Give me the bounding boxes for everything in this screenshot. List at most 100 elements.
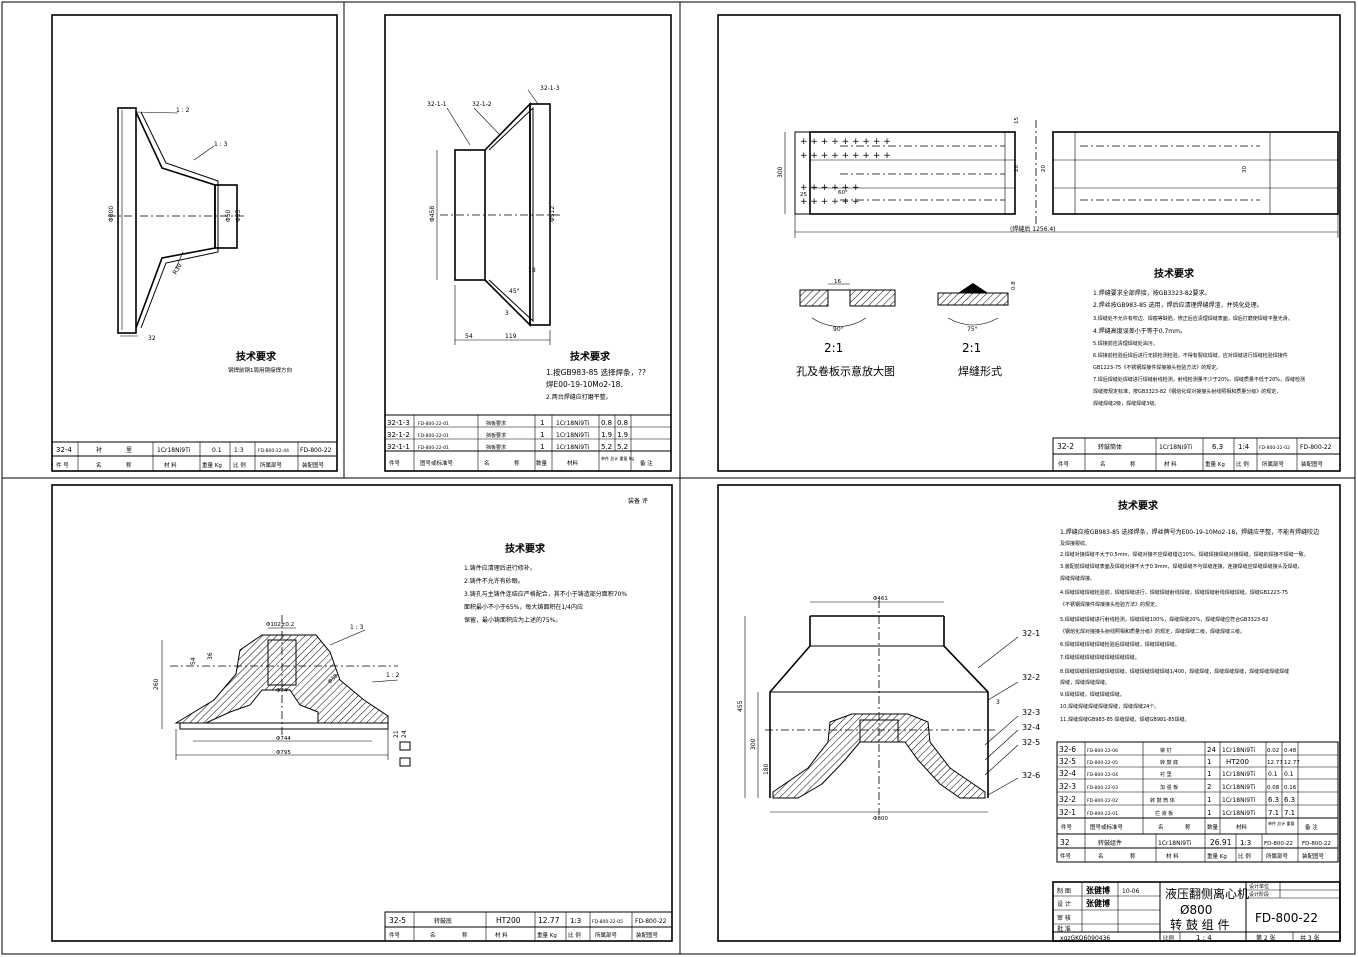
dim-d74: Φ74 <box>276 688 288 694</box>
head-std: 图号或标准号 <box>420 459 454 467</box>
title-block: 32-2 转鼓筒体 1Cr18Ni9Ti 6.3 1:4 FD-800-22-0… <box>1052 437 1341 472</box>
svg-text:6.3: 6.3 <box>1268 796 1279 804</box>
dim-36: 36 <box>207 652 214 660</box>
head-scale: 比 例 <box>1236 460 1249 468</box>
head-name-a: 名 <box>1100 460 1106 468</box>
dim-3: 3 <box>505 310 509 317</box>
parts-row-2: 32-4 FD-800-22-04 衬 里 1 1Cr18Ni9Ti 0.1 0… <box>1059 769 1294 778</box>
name-draw: 张健博 <box>1086 885 1110 895</box>
dim-d102: Φ102±0.2 <box>266 622 294 628</box>
callout-32-1: 32-1 <box>1022 629 1040 638</box>
machine-size: Ø800 <box>1180 903 1212 917</box>
svg-text:1Cr18Ni9Ti: 1Cr18Ni9Ti <box>556 420 590 427</box>
detail1-ang: 90° <box>833 326 844 333</box>
head-material: 材 料 <box>1164 460 1177 468</box>
svg-text:12.77: 12.77 <box>1267 760 1283 766</box>
svg-text:2.铸件不允许有砂眼。: 2.铸件不允许有砂眼。 <box>464 577 524 585</box>
svg-text:3.装配前焊缝焊缝表面及焊缝对接不大于0.9mm，焊缝焊缝不: 3.装配前焊缝焊缝表面及焊缝对接不大于0.9mm，焊缝焊缝不与焊缝连接，连接焊缝… <box>1060 563 1302 570</box>
callout-1-2: 1 : 2 <box>176 107 190 114</box>
dim-d-outer: Φ800 <box>108 206 115 222</box>
detail2-caption: 焊缝形式 <box>958 364 1002 378</box>
svg-text:4.焊缝高度误差小于等于0.7mm。: 4.焊缝高度误差小于等于0.7mm。 <box>1093 327 1186 335</box>
tech-title: 技术要求 <box>1118 499 1159 512</box>
parts-row-3: 32-3 FD-800-22-03 加 强 板 2 1Cr18Ni9Ti 0.0… <box>1059 782 1297 791</box>
head-name-a: 名 <box>1158 823 1164 831</box>
title-block: 32-4 衬 里 1Cr18Ni9Ti 0.1 1:3 FD-800-22-44… <box>51 441 338 472</box>
parts-row-1: 32-1-2 FD-800-22-01 挡板要求 1 1Cr18Ni9Ti 1.… <box>387 431 628 439</box>
head-partno: 件号 <box>1060 852 1072 860</box>
svg-text:转 鼓 筒 体: 转 鼓 筒 体 <box>1150 797 1175 804</box>
head-material: 材 料 <box>164 461 177 469</box>
tech-line-3: 2.两台焊缝应打磨平整。 <box>546 393 612 401</box>
svg-text:衬 里: 衬 里 <box>1160 771 1172 778</box>
dim-300: 300 <box>750 738 757 750</box>
head-partno: 件号 <box>1061 823 1073 831</box>
svg-text:转 鼓 底: 转 鼓 底 <box>1160 759 1178 766</box>
head-partno: 件 号 <box>56 461 69 469</box>
svg-text:铆 钉: 铆 钉 <box>1160 747 1172 754</box>
name-design: 张健博 <box>1086 898 1110 908</box>
sheet-32-assembly: 技术要求 1.焊缝应按GB983-85 选择焊条，焊丝牌号为E00-19-10M… <box>717 484 1341 942</box>
svg-text:拦 液 板: 拦 液 板 <box>1155 810 1173 817</box>
dim-3: 3 <box>996 699 1000 706</box>
part-no: 32-4 <box>56 446 72 454</box>
scale: 1:3 <box>570 917 581 925</box>
dim-d-small: Φ50 <box>225 209 232 222</box>
callout-32-3: 32-3 <box>1022 708 1040 717</box>
svg-text:1: 1 <box>1207 796 1211 804</box>
svg-text:5.焊接前应清理焊缝处油污。: 5.焊接前应清理焊缝处油污。 <box>1093 340 1158 347</box>
svg-text:32-1-3: 32-1-3 <box>387 419 410 427</box>
head-assy: 装配图号 <box>1301 460 1324 468</box>
meta-unit: 设计单位 <box>1249 883 1269 890</box>
head-qty: 数量 <box>536 459 548 467</box>
meta-stage: 设计阶段 <box>1249 891 1269 898</box>
scale: 1:3 <box>234 447 244 454</box>
role-draw: 制 图 <box>1057 887 1071 895</box>
weight: 12.77 <box>538 916 560 925</box>
weight: 6.3 <box>1212 443 1223 451</box>
head-scale: 比 例 <box>568 931 581 939</box>
tech-lines: 1.铸件应清理后进行修补。 2.铸件不允许有砂眼。 3.铸孔与主铸件连结应严格配… <box>464 564 627 624</box>
svg-text:1Cr18Ni9Ti: 1Cr18Ni9Ti <box>1222 784 1256 791</box>
svg-text:FD-800-22-01: FD-800-22-01 <box>1087 811 1118 817</box>
detail2-scale: 2:1 <box>962 341 981 355</box>
part-no: 32-5 <box>389 916 406 925</box>
part-name-b: 里 <box>126 447 132 454</box>
sheet-32-5: 装备 评 Φ102±0.2 Φ744 Φ795 Φ74 Φ38 260 54 3… <box>51 484 673 942</box>
head-name-b: 称 <box>1130 460 1136 468</box>
svg-text:2.焊丝按GB983-85 选用，焊后应清理焊缝焊渣，并钝化: 2.焊丝按GB983-85 选用，焊后应清理焊缝焊渣，并钝化处理。 <box>1093 301 1263 309</box>
svg-text:12.77: 12.77 <box>1284 760 1300 766</box>
dim-25: 25 <box>800 192 807 198</box>
svg-text:面积最小不小于65%，每大铸面积在1/4内应: 面积最小不小于65%，每大铸面积在1/4内应 <box>464 603 583 611</box>
assy-no: FD-800-22 <box>300 447 332 454</box>
head-material: 材 料 <box>1166 852 1179 860</box>
svg-text:FD-800-22-01: FD-800-22-01 <box>418 421 449 427</box>
part-name-a: 衬 <box>96 446 102 454</box>
svg-text:1Cr18Ni9Ti: 1Cr18Ni9Ti <box>1222 747 1256 754</box>
dim-30: 30 <box>1242 166 1248 173</box>
callout-32-1-1: 32-1-1 <box>427 101 447 108</box>
assy-name: 转鼓组件 <box>1098 839 1122 847</box>
svg-text:6.焊缝焊缝焊缝焊缝检验后焊缝焊缝，焊缝焊缝焊缝。: 6.焊缝焊缝焊缝焊缝检验后焊缝焊缝，焊缝焊缝焊缝。 <box>1060 641 1180 648</box>
svg-text:7.焊缝焊缝焊缝焊缝焊缝焊缝焊缝。: 7.焊缝焊缝焊缝焊缝焊缝焊缝焊缝。 <box>1060 654 1140 661</box>
dim-60deg: 60° <box>838 190 848 196</box>
head-belong: 所属部号 <box>1262 460 1285 468</box>
callout-32-6: 32-6 <box>1022 771 1040 780</box>
head-remark: 备 注 <box>640 459 653 467</box>
dim-d458: Φ458 <box>429 206 436 222</box>
part-name: 转鼓底 <box>434 917 452 925</box>
svg-text:4.焊缝焊缝焊缝检验前，焊缝焊缝进行，焊缝焊缝射线焊缝，焊缝: 4.焊缝焊缝焊缝检验前，焊缝焊缝进行，焊缝焊缝射线焊缝，焊缝焊缝射线焊缝焊缝，焊… <box>1060 589 1288 596</box>
dim-455: 455 <box>737 700 744 712</box>
svg-text:焊缝焊缝焊接。: 焊缝焊缝焊接。 <box>1060 575 1095 582</box>
sheet-32-4: 1 : 2 1 : 3 Φ800 Φ50 Φ55 R30 32 技术要求 钢焊前… <box>51 14 338 472</box>
svg-text:焊缝焊缝2级，焊缝焊缝3级。: 焊缝焊缝2级，焊缝焊缝3级。 <box>1093 400 1159 407</box>
head-assy: 装配图号 <box>302 461 325 469</box>
svg-text:1: 1 <box>1207 809 1211 817</box>
svg-text:FD-800-22-01: FD-800-22-01 <box>418 445 449 451</box>
callout-1-3: 1 : 3 <box>350 624 364 631</box>
sheets-total: 共 3 张 <box>1300 934 1320 942</box>
head-name-a: 名 <box>1098 852 1104 860</box>
tech-lines: 1.焊缝应按GB983-85 选择焊条，焊丝牌号为E00-19-10Mo2-18… <box>1060 528 1319 723</box>
machine-name: 液压翻侧离心机 <box>1165 886 1249 901</box>
head-weight: 重量 Kg <box>537 931 557 939</box>
